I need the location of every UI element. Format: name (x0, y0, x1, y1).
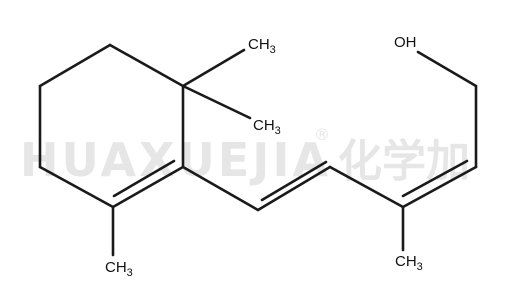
methyl-label-top: CH3 (248, 36, 276, 56)
bond-chain-4-double (401, 165, 478, 209)
methyl-label-right-bottom: CH3 (395, 253, 423, 273)
chain-bonds (181, 50, 478, 212)
bond-ring-1 (108, 43, 185, 88)
bond-ring-4 (38, 165, 115, 209)
atom-labels: OH CH3 CH3 CH3 CH3 (105, 34, 423, 279)
watermark: HUAXUEJIA ® 化学加 (20, 125, 470, 187)
methyl-label-left-bottom: CH3 (105, 259, 133, 279)
bond-methyl-top (181, 48, 246, 88)
watermark-registered: ® (314, 125, 330, 144)
bond-chain-2-double-inner (260, 160, 328, 202)
methyl-bonds (111, 48, 405, 257)
bond-ring-3-double-inner (112, 159, 176, 198)
bond-ring-3-double (111, 165, 185, 209)
methyl-label-mid: CH3 (253, 117, 281, 137)
ring-bonds (38, 43, 185, 209)
bond-chain-6 (416, 50, 478, 88)
watermark-latin: HUAXUEJIA (20, 133, 331, 187)
bond-chain-4-double-inner (401, 159, 469, 198)
bond-chain-1 (181, 165, 260, 212)
bond-chain-2-double (256, 165, 332, 212)
hydroxyl-label: OH (394, 34, 417, 51)
bond-ring-6 (38, 43, 112, 88)
watermark-cjk: 化学加 (338, 136, 470, 187)
bond-chain-3 (328, 165, 405, 209)
bond-methyl-mid (181, 84, 252, 120)
